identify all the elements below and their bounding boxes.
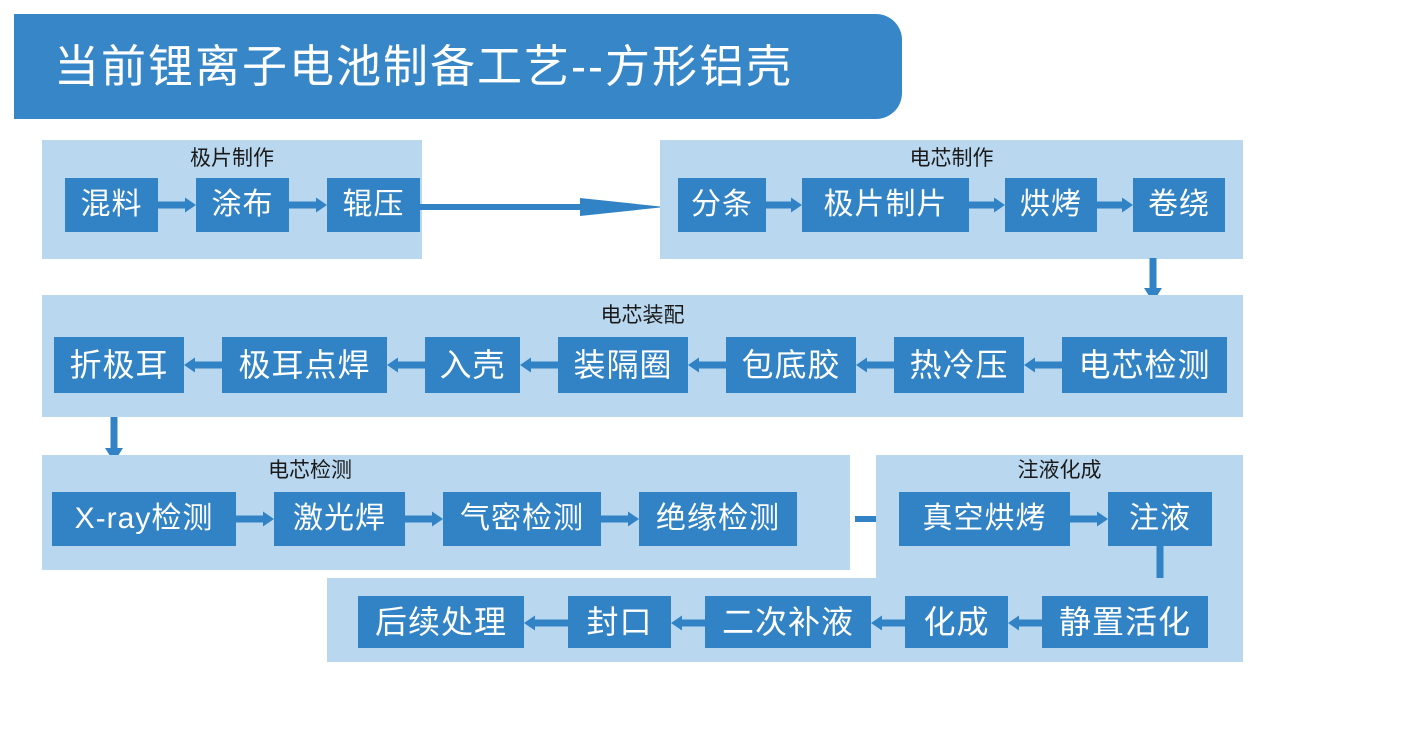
node-zhenkonghonghao[interactable]: 真空烘烤 [899,492,1070,546]
arrow-electrode-to-cell-fabrication [420,192,665,218]
arrow-zhuanggequan-to-ruke [520,356,558,374]
group-label-electrolyte-formation: 注液化成 [1017,459,1102,482]
group-label-cell-assembly: 电芯装配 [600,304,685,327]
node-ruke[interactable]: 入壳 [425,337,520,393]
arrow-zhenkonghonghao-to-zhuye [1070,510,1108,528]
node-zhuye[interactable]: 注液 [1108,492,1212,546]
arrow-huacheng-to-ercibuye [871,614,905,632]
node-zhejier[interactable]: 折极耳 [54,337,184,393]
node-jingzhihuohua[interactable]: 静置活化 [1042,596,1208,648]
arrow-ercibuye-to-fengkou [671,614,705,632]
arrow-dianxinjiance-to-relengya [1024,356,1062,374]
node-hunliao[interactable]: 混料 [65,178,158,232]
arrow-fentiao-to-jipianzhipian [766,196,802,214]
node-jiguanghan[interactable]: 激光焊 [274,492,405,546]
node-baodijiao[interactable]: 包底胶 [726,337,856,393]
node-dianxinjiance[interactable]: 电芯检测 [1062,337,1227,393]
arrow-jierdianhan-to-zhejier [184,356,222,374]
node-gunya[interactable]: 辊压 [327,178,420,232]
arrow-relengya-to-baodijiao [856,356,894,374]
node-jueyuanjiance[interactable]: 绝缘检测 [639,492,797,546]
arrow-tubu-to-gunya [289,196,327,214]
arrow-fengkou-to-houxuchuli [524,614,568,632]
arrow-ruke-to-jierdianhan [387,356,425,374]
node-zhuanggequan[interactable]: 装隔圈 [558,337,688,393]
group-label-electrode-fabrication: 极片制作 [190,147,274,170]
arrow-jipianzhipian-to-honghao [969,196,1005,214]
title-banner: 当前锂离子电池制备工艺--方形铝壳 [14,14,902,119]
node-jierdianhan[interactable]: 极耳点焊 [222,337,387,393]
arrow-qimijiance-to-jueyuanjiance [601,510,639,528]
node-fengkou[interactable]: 封口 [568,596,671,648]
node-huacheng[interactable]: 化成 [905,596,1008,648]
arrow-honghao-to-juanrao [1097,196,1133,214]
group-label-cell-fabrication: 电芯制作 [909,147,994,170]
arrow-jingzhihuohua-to-huacheng [1008,614,1042,632]
node-qimijiance[interactable]: 气密检测 [443,492,601,546]
arrow-xray-to-jiguanghan [236,510,274,528]
node-jipianzhipian[interactable]: 极片制片 [802,178,969,232]
arrow-baodijiao-to-zhuanggequan [688,356,726,374]
node-honghao[interactable]: 烘烤 [1005,178,1097,232]
arrow-hunliao-to-tubu [158,196,196,214]
page-title: 当前锂离子电池制备工艺--方形铝壳 [54,41,793,92]
node-juanrao[interactable]: 卷绕 [1133,178,1225,232]
node-fentiao[interactable]: 分条 [678,178,766,232]
node-ercibuye[interactable]: 二次补液 [705,596,871,648]
node-tubu[interactable]: 涂布 [196,178,289,232]
node-houxuchuli[interactable]: 后续处理 [358,596,524,648]
group-label-cell-inspection: 电芯检测 [268,459,352,482]
node-xray-inspection[interactable]: X-ray检测 [52,492,236,546]
arrow-jiguanghan-to-qimijiance [405,510,443,528]
node-relengya[interactable]: 热冷压 [894,337,1024,393]
